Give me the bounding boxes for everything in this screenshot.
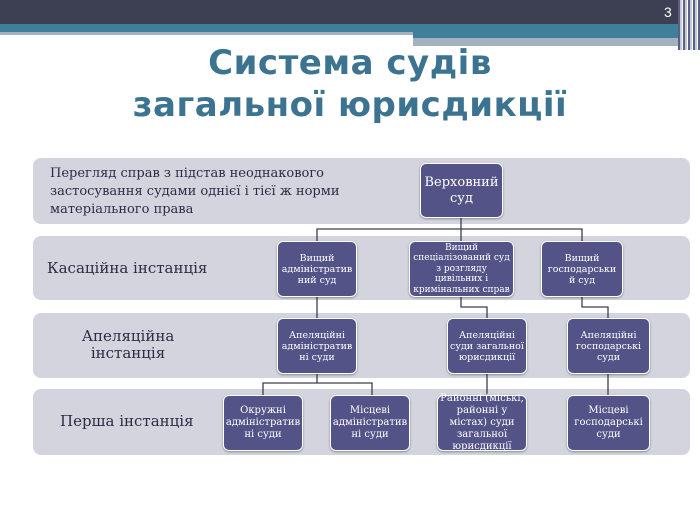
node-supreme-court: Верховний суд <box>420 163 503 218</box>
accent-stripe <box>0 24 690 32</box>
node-district-admin-courts: Окружні адміністратив ні суди <box>223 395 303 451</box>
node-higher-commercial-court: Вищий господарськи й суд <box>541 241 623 297</box>
top-bar <box>0 0 700 24</box>
node-local-commercial-courts: Місцеві господарські суди <box>567 395 650 451</box>
band-label: Апеляційна інстанція <box>81 327 175 362</box>
band-label: Перша інстанція <box>60 412 194 430</box>
node-higher-specialized-court: Вищий спеціалізований суд з розгляду цив… <box>409 241 514 297</box>
accent-stripe <box>0 32 413 35</box>
slide-title: Система судів загальної юрисдикції <box>132 43 568 125</box>
accent-stripe <box>413 32 690 38</box>
band-review: Перегляд справ з підстав неоднакового за… <box>33 158 690 224</box>
node-higher-admin-court: Вищий адміністратив ний суд <box>277 241 357 297</box>
band-label: Касаційна інстанція <box>47 259 208 277</box>
node-local-admin-courts: Місцеві адміністратив ні суди <box>330 395 410 451</box>
node-appeal-admin-courts: Апеляційні адміністратив ні суди <box>277 318 357 374</box>
node-district-general-courts: Районні (міські, районні у містах) суди … <box>437 393 527 452</box>
band-label: Перегляд справ з підстав неоднакового за… <box>50 166 340 217</box>
decorative-stripes <box>678 0 700 50</box>
page-number: 3 <box>664 4 672 20</box>
node-appeal-commercial-courts: Апеляційні господарські суди <box>567 318 650 374</box>
node-appeal-general-courts: Апеляційні суди загальної юрисдикції <box>447 318 527 374</box>
accent-stripe <box>413 38 690 46</box>
